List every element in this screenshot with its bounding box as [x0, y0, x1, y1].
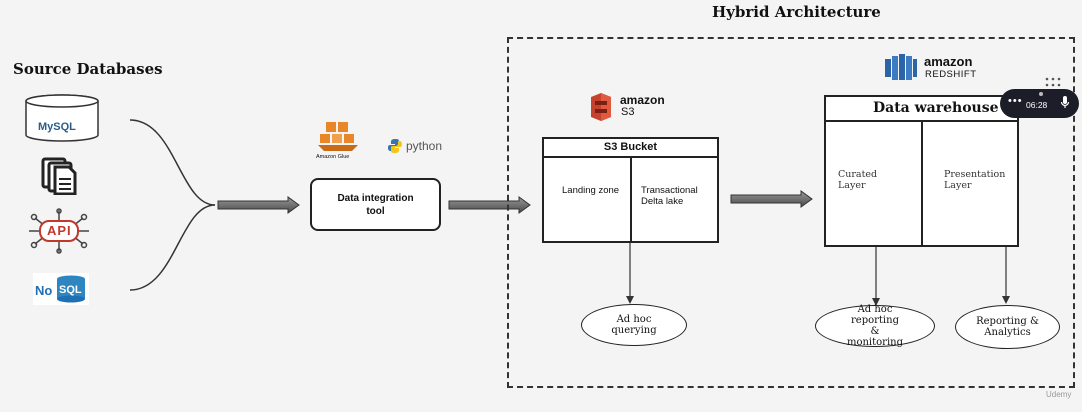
documents-icon [40, 157, 80, 196]
adhoc-reporting-oval: Ad hoc reporting & monitoring [815, 304, 935, 348]
aws-glue-icon: Amazon Glue [312, 120, 364, 162]
recording-control-pill[interactable]: ••• 06:28 [1000, 89, 1079, 118]
recording-time: 06:28 [1026, 100, 1048, 110]
data-integration-tool-label: Data integration tool [337, 192, 414, 217]
arrow-sources-to-tool [217, 196, 300, 214]
transactional-delta-lake-label: Transactional Delta lake [641, 185, 698, 207]
s3-bucket-divider [630, 156, 632, 243]
curated-layer-label: Curated Layer [838, 169, 878, 191]
mysql-database-icon: MySQL [24, 93, 100, 143]
microphone-icon[interactable] [1060, 95, 1070, 116]
recording-dot-icon [1039, 92, 1043, 96]
arrow-to-adhoc-querying [626, 296, 634, 304]
redshift-brand-top: amazon [924, 54, 973, 69]
reporting-analytics-oval: Reporting & Analytics [955, 305, 1060, 349]
api-icon: API [27, 208, 91, 254]
presentation-layer-label: Presentation Layer [944, 169, 1006, 191]
reporting-analytics-label: Reporting & Analytics [976, 316, 1039, 338]
redshift-icon [885, 54, 917, 80]
mysql-label: MySQL [38, 121, 76, 133]
python-logo: python [387, 138, 457, 154]
data-warehouse-box: Data warehouse Curated Layer Presentatio… [824, 95, 1019, 247]
amazon-redshift-logo: amazon REDSHIFT [884, 53, 994, 83]
nosql-icon: No SQL [33, 273, 89, 305]
adhoc-querying-label: Ad hoc querying [611, 314, 657, 336]
udemy-watermark: Udemy [1046, 390, 1072, 399]
hybrid-architecture-title: Hybrid Architecture [712, 3, 881, 21]
nosql-no-label: No [35, 283, 53, 298]
nosql-sql-label: SQL [59, 284, 82, 296]
python-label: python [406, 139, 443, 153]
data-warehouse-divider [921, 120, 923, 247]
drag-handle-icon[interactable] [1044, 74, 1064, 87]
arrow-to-reporting-analytics [1002, 296, 1010, 304]
source-databases-title: Source Databases [13, 60, 163, 78]
hybrid-architecture-frame [507, 37, 1075, 388]
source-merge-curve-bottom [129, 204, 216, 291]
api-label: API [47, 223, 72, 238]
arrow-s3-to-redshift [730, 190, 813, 208]
adhoc-reporting-label: Ad hoc reporting & monitoring [846, 304, 903, 348]
aws-glue-label: Amazon Glue [316, 154, 350, 160]
s3-bucket-box: S3 Bucket Landing zone Transactional Del… [542, 137, 719, 243]
s3-bucket-icon [591, 93, 611, 121]
s3-brand-bottom: S3 [621, 106, 635, 118]
source-merge-curve-top [129, 119, 216, 206]
landing-zone-label: Landing zone [562, 185, 620, 196]
amazon-s3-logo: amazon S3 [589, 91, 679, 123]
data-warehouse-title: Data warehouse [826, 97, 1017, 122]
python-icon [388, 139, 402, 153]
arrow-tool-to-s3 [448, 196, 531, 214]
s3-brand-top: amazon [620, 93, 665, 107]
more-options-icon[interactable]: ••• [1008, 95, 1023, 107]
arrow-to-adhoc-reporting [872, 298, 880, 306]
redshift-brand-bottom: REDSHIFT [925, 69, 977, 80]
adhoc-querying-oval: Ad hoc querying [581, 304, 687, 346]
data-integration-tool-box: Data integration tool [310, 178, 441, 231]
